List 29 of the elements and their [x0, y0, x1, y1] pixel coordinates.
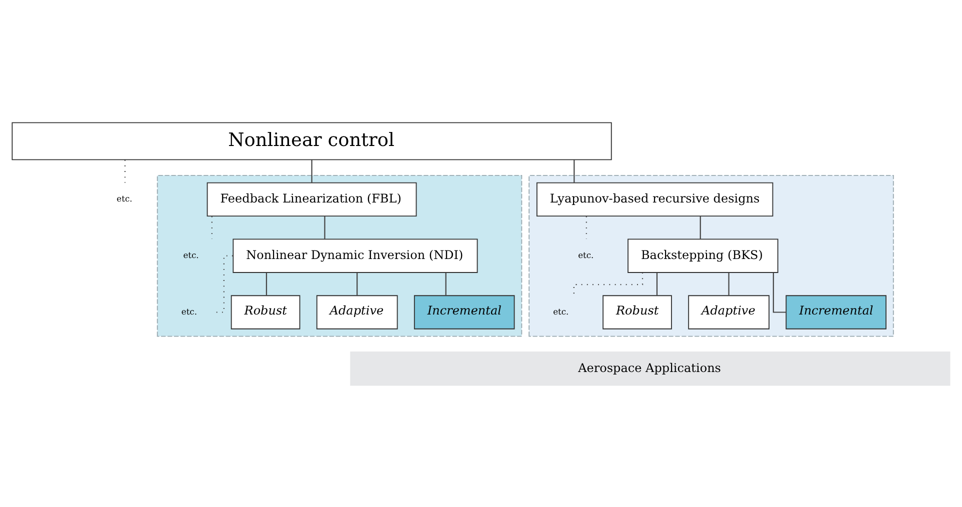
connector	[311, 159, 312, 182]
node-box: Nonlinear Dynamic Inversion (NDI)	[232, 238, 478, 272]
connector	[266, 272, 268, 295]
connector	[728, 272, 730, 295]
connector	[324, 216, 326, 238]
node-text: etc.	[181, 306, 197, 316]
connector	[700, 216, 701, 238]
node-box: Backstepping (BKS)	[628, 238, 778, 272]
node-text: etc.	[578, 249, 594, 260]
connector	[574, 159, 575, 182]
node-box: Feedback Linearization (FBL)	[206, 182, 417, 216]
node-box: Nonlinear control	[12, 122, 612, 160]
node-box: Robust	[602, 294, 672, 329]
node-text: etc.	[116, 192, 132, 203]
node-text: etc.	[183, 249, 199, 260]
node-box: Robust	[230, 294, 300, 329]
connector	[356, 272, 358, 295]
cluster	[156, 174, 522, 336]
node-box: Incremental	[786, 294, 886, 329]
node-box: Adaptive	[688, 294, 770, 329]
connector	[445, 272, 446, 295]
node-box: Lyapunov-based recursive designs	[536, 182, 774, 216]
node-text: etc.	[553, 306, 569, 316]
connector	[214, 254, 233, 312]
node-box: Aerospace Applications	[350, 351, 950, 386]
node-box: Incremental	[414, 294, 515, 329]
connector	[656, 272, 658, 295]
cluster	[528, 174, 894, 336]
node-box: Adaptive	[316, 294, 398, 329]
